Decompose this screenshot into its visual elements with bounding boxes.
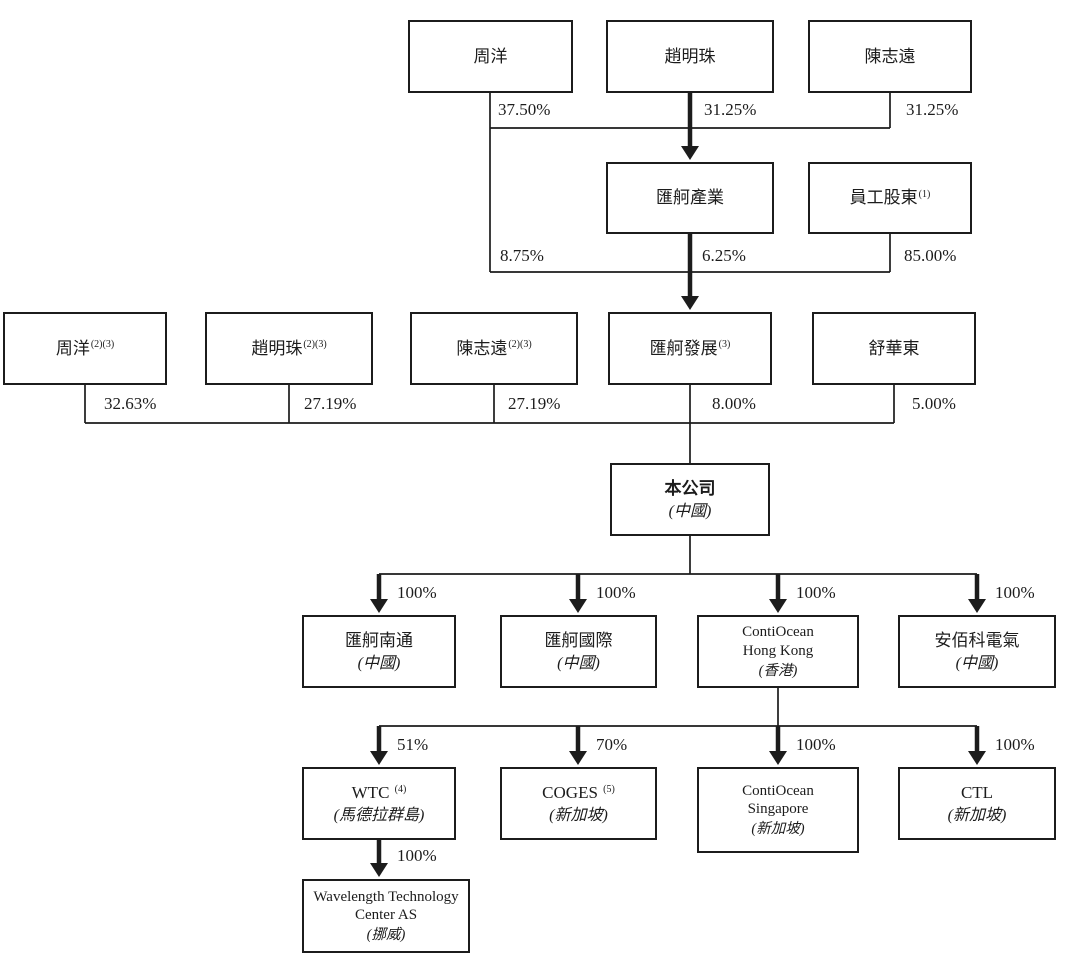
node-hui-ge-nan-tong: 匯舸南通 (中國) [302, 615, 456, 688]
pct-chen1-to-chanye: 31.25% [906, 100, 959, 119]
node-contiocean-hk: ContiOcean Hong Kong (香港) [697, 615, 859, 688]
node-yuan-gong-gu-dong: 員工股東(1) [808, 162, 972, 234]
node-jurisdiction: (香港) [758, 662, 798, 679]
pct-zhou1-to-chanye: 37.50% [498, 100, 551, 119]
pct-chen2-to-company: 27.19% [508, 394, 561, 413]
node-zhao-ming-zhu-2: 趙明珠(2)(3) [205, 312, 373, 385]
footnote-superscript: (2)(3) [303, 339, 327, 351]
node-label: CTL [960, 783, 994, 803]
node-shu-hua-dong: 舒華東 [812, 312, 976, 385]
node-label: 舒華東 [868, 338, 920, 358]
node-label: 匯舸南通 [345, 631, 413, 651]
node-label: 本公司 [664, 479, 716, 499]
footnote-superscript: (2)(3) [90, 339, 115, 351]
node-label: 趙明珠(2)(3) [251, 338, 327, 358]
node-chen-zhi-yuan-1: 陳志遠 [808, 20, 972, 93]
node-jurisdiction: (新加坡) [751, 821, 805, 838]
pct-hk-to-wtc: 51% [397, 735, 429, 754]
node-jurisdiction: (新加坡) [549, 806, 608, 824]
pct-chanye-to-fazhan: 6.25% [702, 246, 746, 265]
node-label: 周洋 [473, 46, 508, 66]
pct-zhao1-to-chanye: 31.25% [704, 100, 757, 119]
pct-company-to-guoji: 100% [596, 583, 636, 602]
pct-company-to-hk: 100% [796, 583, 836, 602]
node-ctl: CTL (新加坡) [898, 767, 1056, 840]
node-label: COGES (5) [542, 783, 615, 803]
node-jurisdiction: (中國) [357, 654, 401, 672]
footnote-superscript: (5) [603, 783, 615, 795]
node-label: 陳志遠(2)(3) [456, 338, 532, 358]
thin-connectors [84, 93, 977, 727]
pct-company-to-nantong: 100% [397, 583, 437, 602]
pct-yuangong-to-fazhan: 85.00% [904, 246, 957, 265]
node-hui-ge-chan-ye: 匯舸產業 [606, 162, 774, 234]
node-jurisdiction: (中國) [557, 654, 600, 672]
pct-hk-to-sg: 100% [796, 735, 836, 754]
arrow-shafts [376, 93, 980, 864]
node-label: 周洋(2)(3) [55, 338, 115, 358]
footnote-superscript: (2)(3) [508, 339, 532, 351]
node-label: 匯舸國際 [544, 631, 613, 651]
footnote-superscript: (4) [394, 783, 407, 795]
node-jurisdiction: (挪威) [366, 927, 406, 944]
node-zhao-ming-zhu-1: 趙明珠 [606, 20, 774, 93]
node-zhou-yang-2: 周洋(2)(3) [3, 312, 167, 385]
node-zhou-yang-1: 周洋 [408, 20, 573, 93]
node-wtc: WTC (4) (馬德拉群島) [302, 767, 456, 840]
pct-shu-to-company: 5.00% [912, 394, 956, 413]
node-label: ContiOcean Hong Kong [742, 624, 814, 659]
pct-zhou2-to-company: 32.63% [104, 394, 157, 413]
node-hui-ge-guo-ji: 匯舸國際 (中國) [500, 615, 657, 688]
node-jurisdiction: (中國) [955, 654, 999, 672]
pct-fazhan-to-company: 8.00% [712, 394, 756, 413]
pct-company-to-anbaike: 100% [995, 583, 1035, 602]
pct-zhou1-to-fazhan: 8.75% [500, 246, 544, 265]
node-label: 趙明珠 [664, 46, 716, 66]
footnote-superscript: (1) [918, 188, 931, 200]
node-label: ContiOcean Singapore [742, 782, 814, 818]
node-label: 匯舸發展(3) [649, 338, 731, 358]
node-jurisdiction: (馬德拉群島) [333, 806, 425, 824]
node-label: Wavelength Technology Center AS [313, 888, 459, 924]
node-an-bai-ke: 安佰科電氣 (中國) [898, 615, 1056, 688]
node-label: 匯舸產業 [656, 188, 724, 208]
footnote-superscript: (3) [718, 339, 731, 351]
node-wavelength: Wavelength Technology Center AS (挪威) [302, 879, 470, 953]
pct-hk-to-coges: 70% [596, 735, 628, 754]
node-ben-gong-si: 本公司 (中國) [610, 463, 770, 536]
node-label: 陳志遠 [864, 46, 916, 66]
pct-wtc-to-wavelength: 100% [397, 846, 437, 865]
arrowheads [370, 146, 986, 877]
node-label: 員工股東(1) [849, 188, 931, 208]
node-coges: COGES (5) (新加坡) [500, 767, 657, 840]
node-jurisdiction: (中國) [668, 502, 712, 520]
node-label: WTC (4) [351, 783, 407, 803]
pct-hk-to-ctl: 100% [995, 735, 1035, 754]
node-contiocean-sg: ContiOcean Singapore (新加坡) [697, 767, 859, 853]
node-hui-ge-fa-zhan: 匯舸發展(3) [608, 312, 772, 385]
node-label: 安佰科電氣 [934, 631, 1020, 651]
node-chen-zhi-yuan-2: 陳志遠(2)(3) [410, 312, 578, 385]
pct-zhao2-to-company: 27.19% [304, 394, 357, 413]
node-jurisdiction: (新加坡) [947, 806, 1007, 824]
